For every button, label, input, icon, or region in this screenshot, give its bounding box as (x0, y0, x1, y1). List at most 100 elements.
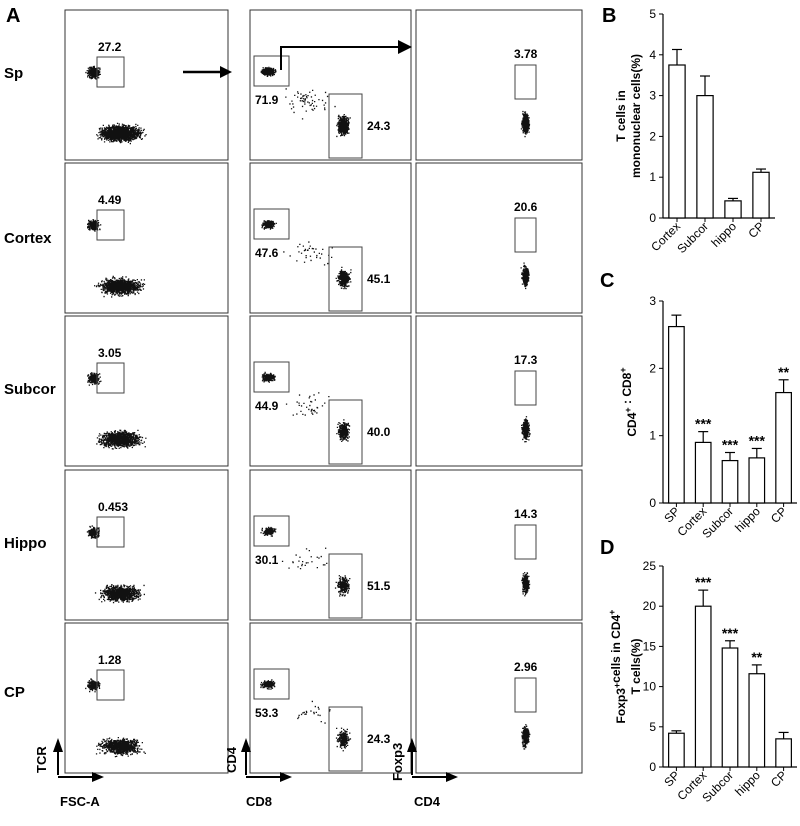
gate-box (328, 706, 363, 772)
y-tick-label: 2 (649, 361, 656, 375)
gate-box (253, 515, 290, 547)
gate-value-col3: 14.3 (514, 507, 538, 521)
panel-letter-c: C (600, 270, 614, 292)
bar (694, 605, 712, 768)
dot-cloud (95, 737, 146, 758)
flow-plot-r4-c1: 53.3 24.3 (249, 622, 412, 774)
gate-value-col2-top: 71.9 (255, 93, 279, 107)
flow-plot-frame (415, 9, 583, 161)
flow-plot-r0-c0: 27.2 (64, 9, 229, 161)
significance-label: *** (749, 432, 766, 448)
gate-value-col2-top: 53.3 (255, 706, 279, 720)
dot-cloud (87, 219, 102, 232)
panel-letter-d: D (600, 537, 614, 559)
bar (668, 732, 685, 768)
flow-plot-r2-c2: 17.3 (415, 315, 583, 467)
dot-cloud (261, 371, 276, 383)
bar (694, 441, 712, 504)
bar (696, 94, 714, 219)
significance-label: *** (695, 574, 712, 590)
bar (748, 673, 766, 768)
dot-cloud (260, 679, 276, 690)
gating-arrows (183, 40, 412, 78)
y-tick-label: 1 (649, 170, 656, 184)
gate-box (514, 217, 537, 253)
bar (668, 325, 685, 504)
gate-value-col2-bottom: 24.3 (367, 732, 391, 746)
flow-plot-r3-c1: 30.151.5 (249, 469, 412, 621)
flow-plot-frame (64, 469, 229, 621)
gate-box (328, 553, 363, 619)
flow-cytometry-grid: 27.271.924.33.784.4947.645.120.63.0544.9… (64, 9, 583, 774)
gate-box (514, 524, 537, 560)
col3-x-axis-label: CD4 (414, 794, 441, 809)
axis-arrows (53, 738, 458, 782)
y-tick-label: 25 (643, 559, 657, 573)
significance-label: ** (778, 364, 789, 380)
bar (752, 171, 770, 219)
dot-cloud (94, 584, 145, 604)
gate-value-col1: 3.05 (98, 346, 122, 360)
y-tick-label: 5 (649, 720, 656, 734)
bar (775, 391, 792, 504)
gate-box (96, 362, 125, 394)
gate-value-col1: 0.453 (98, 500, 128, 514)
dot-cloud (260, 66, 277, 77)
col2-y-axis-label: CD4 (224, 746, 239, 773)
gate-value-col2-top: 44.9 (255, 399, 279, 413)
row-label-subcor: Subcor (4, 381, 56, 398)
dot-cloud (336, 419, 351, 442)
panel-letter-b: B (602, 5, 616, 27)
flow-plot-r4-c2: 2.96 (415, 622, 583, 774)
gate-box (514, 64, 537, 100)
dot-cloud (521, 416, 531, 443)
y-tick-label: 10 (643, 680, 657, 694)
bar (775, 738, 792, 768)
flow-plot-frame (249, 622, 412, 774)
y-tick-label: 20 (643, 599, 657, 613)
gate-value-col3: 17.3 (514, 353, 538, 367)
row-label-hippo: Hippo (4, 535, 47, 552)
flow-plot-frame (64, 162, 229, 314)
x-tick-label: CP (768, 768, 790, 790)
flow-plot-r0-c2: 3.78 (415, 9, 583, 161)
significance-label: ** (751, 649, 762, 665)
dot-cloud (336, 114, 351, 138)
x-tick-label: CP (745, 219, 767, 241)
dot-cloud (261, 220, 277, 230)
col1-y-axis-label: TCR (34, 746, 49, 773)
dot-cloud (334, 575, 351, 597)
y-tick-label: 3 (649, 89, 656, 103)
flow-plot-frame (415, 622, 583, 774)
dot-cloud (96, 122, 147, 145)
significance-label: *** (695, 416, 712, 432)
y-tick-label: 4 (649, 48, 656, 62)
gate-box (96, 209, 125, 241)
row-label-cp: CP (4, 684, 25, 701)
y-tick-label: 3 (649, 294, 656, 308)
gate-box (328, 93, 363, 159)
gate-value-col2-bottom: 51.5 (367, 579, 391, 593)
x-tick-label: hippo (708, 219, 739, 250)
gate-box (96, 669, 125, 701)
row-label-sp: Sp (4, 65, 23, 82)
gate-box (253, 361, 290, 393)
dot-cloud (87, 372, 102, 386)
bar-chart-d: 0510152025SPCortex***Subcor***hippo**CPF… (607, 559, 797, 805)
bar (668, 64, 686, 219)
flow-plot-r1-c0: 4.49 (64, 162, 229, 314)
x-tick-label: CP (768, 504, 790, 526)
y-axis-label: T cells in (614, 90, 628, 141)
significance-label: *** (722, 625, 739, 641)
dot-cloud (96, 429, 147, 450)
flow-plot-frame (64, 9, 229, 161)
dot-cloud (520, 110, 531, 138)
y-axis-label: T cells(%) (629, 638, 643, 694)
flow-plot-r2-c1: 44.940.0 (249, 315, 412, 467)
y-axis-label: CD4+ : CD8+ (618, 367, 639, 436)
dot-cloud (521, 572, 531, 597)
dot-cloud (281, 547, 328, 570)
bar (724, 200, 742, 219)
flow-plot-frame (249, 9, 412, 161)
